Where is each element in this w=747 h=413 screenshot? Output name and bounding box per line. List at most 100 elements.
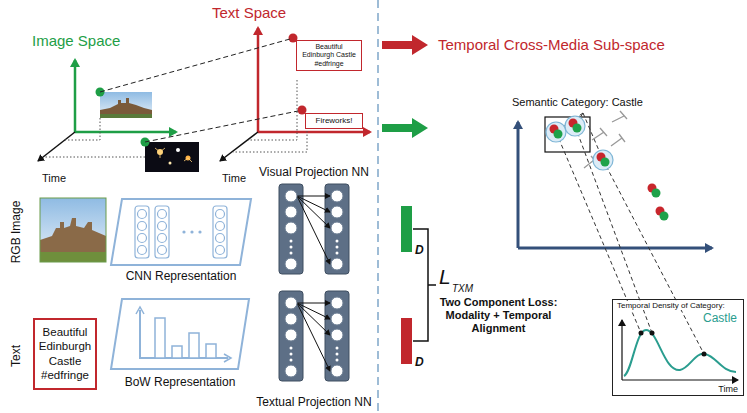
subspace-plot xyxy=(546,122,566,142)
inset-title: Temporal Density of Category: xyxy=(616,301,726,310)
cnn-block-shape xyxy=(138,222,147,231)
axis-label: Time xyxy=(42,172,66,184)
subspace-plot xyxy=(593,150,613,170)
cnn-block-shape xyxy=(138,210,147,219)
cnn-block-shape xyxy=(110,198,252,266)
projection-network-shape xyxy=(285,206,297,218)
projection-network-shape xyxy=(297,196,330,197)
castle-thumbnail xyxy=(100,98,152,118)
cnn-block-shape xyxy=(135,206,149,258)
block-label: BoW Representation xyxy=(125,375,236,389)
text-space-axes xyxy=(220,28,370,161)
projection-network-shape xyxy=(331,190,343,202)
projection-network-shape xyxy=(297,303,330,335)
density-plot xyxy=(621,320,622,380)
loss-bracket xyxy=(413,229,436,341)
projection-network-shape xyxy=(331,222,343,234)
density-plot xyxy=(650,331,655,336)
projection-network-shape xyxy=(290,359,293,362)
tweet-box: Fireworks! xyxy=(305,113,363,129)
section-title: Temporal Cross-Media Sub-space xyxy=(438,36,665,53)
rgb-photo xyxy=(40,198,106,262)
castle-thumbnail xyxy=(100,114,152,118)
projection-network-shape xyxy=(290,240,293,243)
bow-block-shape xyxy=(189,333,199,358)
fireworks-thumbnail xyxy=(176,148,180,152)
castle-thumbnail xyxy=(96,88,153,119)
text-space-axes xyxy=(233,131,307,152)
density-inset: Temporal Density of Category:CastleTime xyxy=(612,299,744,396)
cnn-block-shape xyxy=(182,230,185,233)
subspace-plot xyxy=(660,212,669,221)
projection-arrows xyxy=(382,35,428,55)
dimension-label: D xyxy=(415,355,424,369)
subspace-plot xyxy=(584,111,627,168)
cnn-block-shape xyxy=(216,222,225,231)
projection-network-shape xyxy=(285,313,297,325)
row-label: RGB Image xyxy=(9,201,23,264)
loss-symbol: L xyxy=(439,265,451,289)
projection-network-shape xyxy=(297,303,330,319)
rgb-photo xyxy=(40,198,106,262)
cnn-block-shape xyxy=(158,246,167,255)
divider xyxy=(377,0,379,413)
cnn-block-shape xyxy=(198,230,201,233)
fireworks-thumbnail xyxy=(155,148,192,162)
projection-network-shape xyxy=(331,206,343,218)
tweet-box: Beautiful Edinburgh Castle #edfringe xyxy=(296,40,362,71)
bow-block-shape xyxy=(140,310,228,358)
projection-network-shape xyxy=(285,222,297,234)
projection-network-shape xyxy=(285,329,297,341)
bow-block-shape xyxy=(110,298,250,370)
cnn-block-shape xyxy=(138,234,147,243)
space-title: Image Space xyxy=(32,32,120,49)
tweet-text: Fireworks! xyxy=(309,116,359,126)
fireworks-thumbnail xyxy=(145,142,199,172)
plot-title: Semantic Category: Castle xyxy=(512,96,643,108)
density-plot xyxy=(639,331,644,336)
subspace-plot xyxy=(517,122,520,248)
cnn-block: CNN Representation xyxy=(110,198,252,266)
cnn-block-shape xyxy=(158,234,167,243)
projection-network-shape xyxy=(285,297,297,309)
projection-network-shape xyxy=(290,347,293,350)
text-space-axes xyxy=(220,132,258,161)
projection-network-shape xyxy=(290,246,293,249)
projection-network-shape xyxy=(285,190,297,202)
projection-network: Textual Projection NN xyxy=(278,290,350,382)
loss-bracket xyxy=(413,229,436,341)
block-label: Visual Projection NN xyxy=(259,165,369,179)
projection-network-shape xyxy=(331,297,343,309)
subspace-plot xyxy=(554,130,563,139)
text-input-box: Beautiful Edinburgh Castle #edfringe xyxy=(33,318,97,390)
bow-block-shape xyxy=(111,299,249,369)
dimension-label: D xyxy=(415,243,424,257)
density-plot xyxy=(622,379,738,380)
projection-network-shape xyxy=(290,353,293,356)
bow-block-shape xyxy=(155,318,165,358)
subspace-plot xyxy=(601,158,610,167)
correspondence-lines xyxy=(100,39,298,142)
block-label: Textual Projection NN xyxy=(256,395,371,409)
projection-network-shape xyxy=(297,303,330,371)
rgb-photo xyxy=(40,218,106,262)
cnn-block-shape xyxy=(158,210,167,219)
cnn-block-shape xyxy=(138,246,147,255)
projection-network-shape xyxy=(297,303,330,304)
subspace-plot xyxy=(565,116,585,136)
subspace-plot xyxy=(518,247,712,250)
cnn-block-shape xyxy=(216,234,225,243)
projection-network-shape xyxy=(331,313,343,325)
rgb-photo xyxy=(40,252,106,262)
image-space-axes xyxy=(75,131,176,134)
cnn-block-shape xyxy=(216,210,225,219)
cnn-block-shape xyxy=(111,199,251,265)
projection-network-shape xyxy=(285,365,297,377)
text-space-axes xyxy=(258,131,370,134)
row-label: Text xyxy=(9,345,23,367)
density-plot xyxy=(622,320,738,380)
axis-label: Time xyxy=(718,384,738,394)
block-label: CNN Representation xyxy=(126,269,237,283)
